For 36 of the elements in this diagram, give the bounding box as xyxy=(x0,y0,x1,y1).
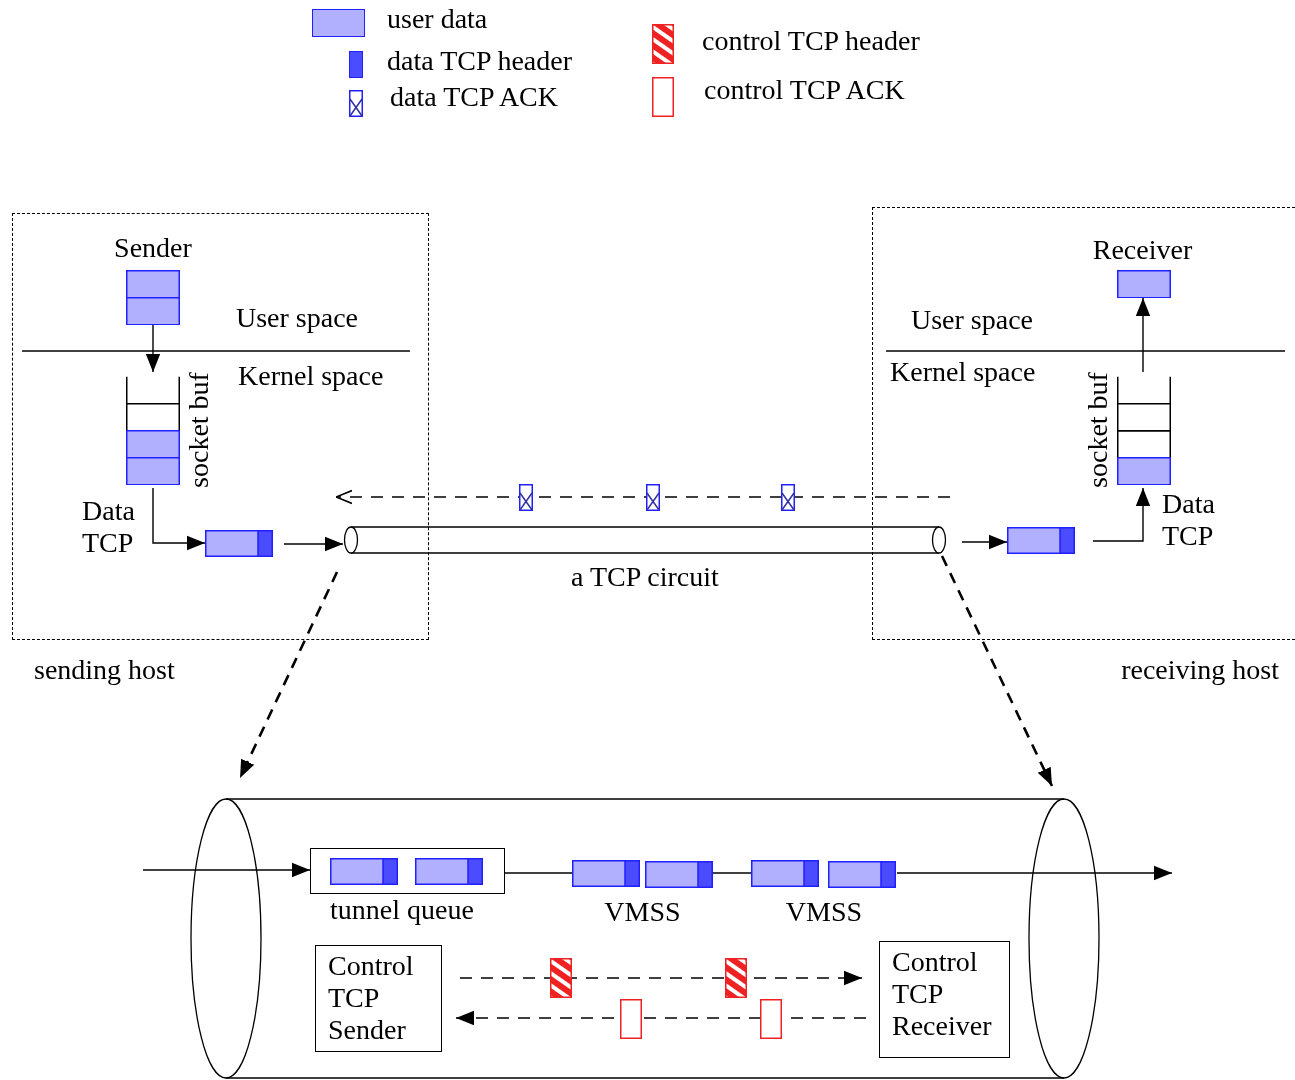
segment-label: VMSS xyxy=(603,898,682,926)
arrow xyxy=(896,865,1173,881)
arrow xyxy=(459,970,863,986)
arrow xyxy=(142,862,311,878)
layer-label: Kernel space xyxy=(890,356,1036,388)
legend-label: data TCP header xyxy=(387,47,573,75)
legend-label: data TCP ACK xyxy=(390,83,558,111)
arrow xyxy=(238,571,339,779)
arrow xyxy=(455,1010,867,1026)
component-label: Control TCP Receiver xyxy=(892,946,992,1042)
legend-label: user data xyxy=(387,5,488,33)
buffer-label: socket buf xyxy=(185,372,213,488)
arrow xyxy=(152,487,206,551)
layer-label: Kernel space xyxy=(238,360,384,392)
arrow xyxy=(1092,487,1151,542)
arrow xyxy=(961,534,1008,550)
arrow xyxy=(283,536,344,552)
process-label: Receiver xyxy=(1091,236,1194,264)
buffer-label: socket buf xyxy=(1084,372,1112,488)
layer-label: User space xyxy=(236,302,359,334)
arrow xyxy=(940,555,1054,787)
process-label: Sender xyxy=(113,234,193,262)
component-label: Control TCP Sender xyxy=(328,950,415,1046)
legend-label: control TCP ACK xyxy=(704,76,905,104)
region-label: receiving host xyxy=(1121,656,1279,684)
region-label: sending host xyxy=(34,656,175,684)
queue-label: tunnel queue xyxy=(330,896,474,924)
arrow xyxy=(145,323,161,373)
layer-label: Data TCP xyxy=(82,495,136,559)
layer-label: Data TCP xyxy=(1162,488,1216,552)
arrow xyxy=(1135,297,1151,373)
legend-label: control TCP header xyxy=(702,27,920,55)
arrow xyxy=(335,489,951,505)
segment-label: VMSS xyxy=(784,898,864,926)
layer-label: User space xyxy=(911,304,1034,336)
tube-label: a TCP circuit xyxy=(571,563,719,591)
